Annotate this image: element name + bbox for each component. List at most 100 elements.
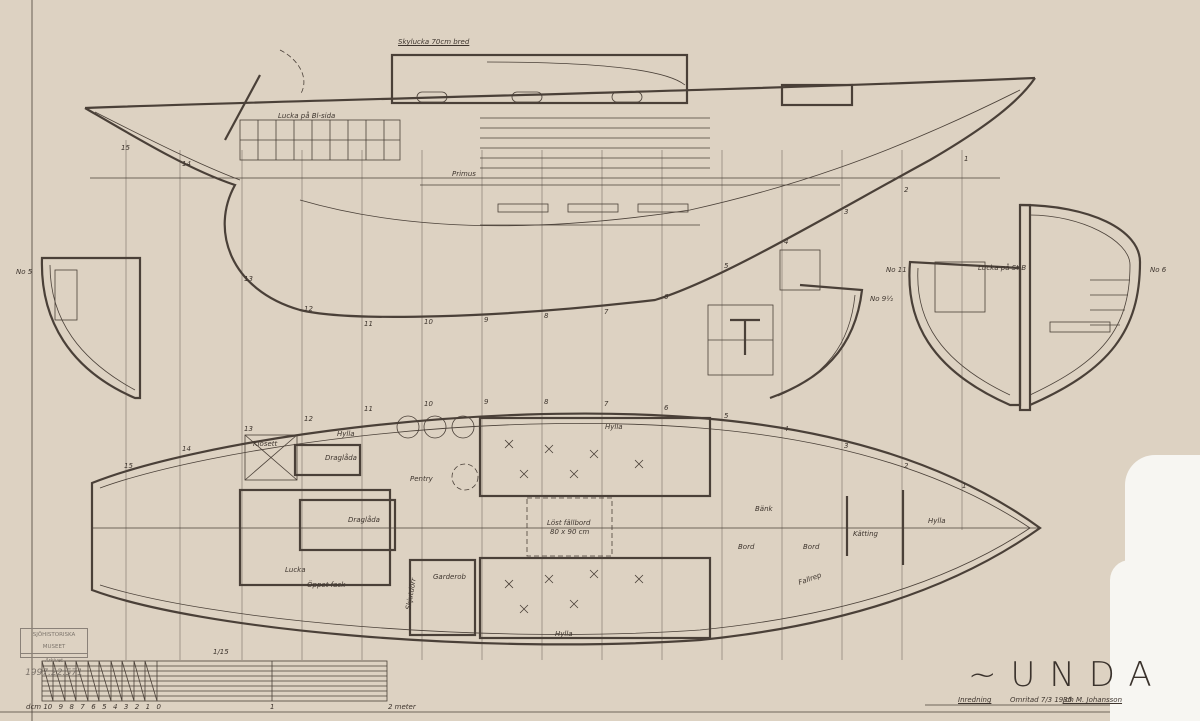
station-number: 14: [182, 445, 191, 453]
plan-view: [90, 412, 1042, 646]
stamp-archive-label: Arkivet: [45, 658, 63, 664]
folding-table: [526, 497, 613, 557]
label-primus: Primus: [452, 170, 476, 178]
scale-tick: 6: [91, 703, 96, 711]
station-number: 7: [604, 308, 609, 316]
hull-bottom-line: [84, 77, 1036, 318]
station-number: 5: [724, 412, 729, 420]
station-number: 2: [904, 186, 909, 194]
label-pantry: Pentry: [410, 475, 433, 483]
berth-cross-marks: [504, 439, 644, 614]
drawing-title: ~UNDA: [968, 655, 1166, 695]
label-hatch: Lucka: [285, 566, 306, 574]
label-toilet: Klosett: [253, 440, 278, 448]
scale-tick: 9: [58, 703, 64, 711]
berth-port: [478, 416, 712, 498]
scale-ratio: 1/15: [213, 648, 229, 656]
profile-view: [84, 49, 1036, 318]
label-open-compartment: Öppet fack: [307, 581, 346, 589]
label-section-no9-5: No 9½: [870, 295, 893, 303]
sheer-line: [84, 76, 1036, 110]
station-number: 10: [424, 400, 433, 408]
title-block-type: Inredning: [958, 696, 992, 704]
station-number: 8: [544, 398, 549, 406]
station-number: 4: [784, 425, 789, 433]
porthole: [611, 91, 643, 103]
stamp-archive-number: 1997:22:571: [25, 668, 83, 678]
label-table-size: 80 x 90 cm: [550, 528, 590, 536]
station-number: 9: [484, 398, 489, 406]
section-no-5: [40, 256, 142, 400]
label-section-no5: No 5: [16, 268, 33, 276]
station-number: 9: [484, 316, 489, 324]
label-shelf: Hylla: [605, 423, 623, 431]
station-number: 6: [664, 293, 669, 301]
station-number: 15: [121, 144, 130, 152]
station-number: 14: [182, 160, 191, 168]
station-number: 5: [724, 262, 729, 270]
scale-mid-label: 1: [270, 703, 275, 711]
station-number: 11: [364, 320, 373, 328]
station-number: 1: [964, 155, 969, 163]
porthole: [416, 91, 448, 103]
scale-tick: 5: [102, 703, 107, 711]
scale-bar: [41, 660, 388, 702]
museum-stamp: SJÖHISTORISKA MUSEET Arkivet 1997:22:571: [20, 628, 88, 678]
label-shelf-bow: Hylla: [928, 517, 946, 525]
label-section-no6: No 6: [1150, 266, 1167, 274]
cabin-trunk: [390, 53, 689, 105]
stamp-institution: SJÖHISTORISKA MUSEET: [32, 632, 76, 650]
label-shelf-bottom: Hylla: [555, 630, 573, 638]
torn-paper-area: [1110, 560, 1150, 721]
label-hatch: Lucka på Bl-sida: [278, 112, 336, 120]
cockpit: [238, 488, 392, 587]
label-drawer: Draglåda: [348, 516, 380, 524]
label-skylight: Skylucka 70cm bred: [398, 38, 470, 46]
label-bench: Bänk: [755, 505, 773, 513]
station-lines: [125, 140, 963, 660]
toilet: [244, 434, 298, 481]
label-bunk: Bord: [738, 543, 755, 551]
label-wardrobe: Garderob: [433, 573, 466, 581]
station-number: 15: [124, 462, 133, 470]
label-bunk: Bord: [803, 543, 820, 551]
label-folding-table: Löst fällbord: [547, 519, 591, 527]
scale-tick: 0: [156, 703, 161, 711]
scale-tick-labels: dcm 10 9 8 7 6 5 4 3 2 1 0: [26, 703, 161, 711]
berth-starboard: [478, 556, 712, 640]
label-section-no11: No 11: [886, 266, 907, 274]
scale-tick: 8: [69, 703, 74, 711]
station-number: 11: [364, 405, 373, 413]
station-number: 10: [424, 318, 433, 326]
station-number: 12: [304, 305, 313, 313]
label-hatch-sb: Lucka på St-B: [978, 264, 1027, 272]
station-number: 7: [604, 400, 609, 408]
scale-end-label: 2 meter: [388, 703, 416, 711]
station-number: 3: [844, 442, 849, 450]
scale-tick: 4: [113, 703, 118, 711]
label-chain: Kätting: [853, 530, 878, 538]
station-number: 4: [784, 238, 789, 246]
section-no-9-5: [707, 249, 864, 400]
station-number: 6: [664, 404, 669, 412]
station-number: 8: [544, 312, 549, 320]
station-number: 13: [244, 275, 253, 283]
label-shelf: Hylla: [337, 430, 355, 438]
label-drawer: Draglåda: [325, 454, 357, 462]
scale-tick: 1: [145, 703, 151, 711]
wardrobe: [408, 558, 477, 637]
forward-hatch: [780, 83, 854, 107]
scale-tick: 7: [80, 703, 85, 711]
rudder-stock: [224, 74, 261, 141]
station-number: 3: [844, 208, 849, 216]
porthole: [511, 91, 543, 103]
section-no-11-and-6: [908, 203, 1142, 412]
title-block-signature: Joh M. Johansson: [1063, 696, 1123, 704]
station-number: 12: [304, 415, 313, 423]
station-number: 2: [904, 462, 909, 470]
scale-tick: 3: [123, 703, 129, 711]
station-number: 1: [962, 482, 967, 490]
title-block-date: Omritad 7/3 1935: [1010, 696, 1073, 704]
stove: [451, 463, 479, 491]
